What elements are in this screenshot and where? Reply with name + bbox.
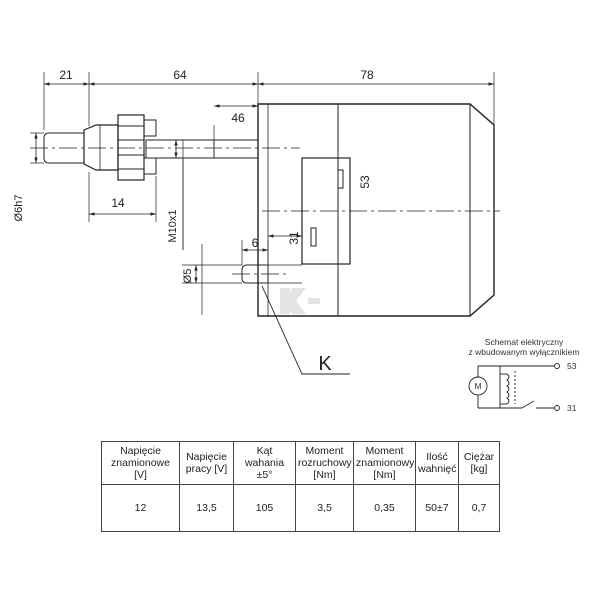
motor-symbol-label: M bbox=[474, 381, 481, 391]
value-weight: 0,7 bbox=[458, 484, 500, 532]
dim-46: 46 bbox=[231, 111, 245, 125]
watermark-logo bbox=[280, 288, 320, 314]
value-rated-voltage: 12 bbox=[101, 484, 180, 532]
center-lines bbox=[30, 147, 500, 275]
dim-d6h7: Ø6h7 bbox=[13, 195, 25, 222]
pin bbox=[241, 264, 302, 284]
extension-lines bbox=[30, 72, 495, 315]
terminal-53-label: 53 bbox=[567, 361, 577, 371]
nut-assembly bbox=[83, 114, 157, 181]
value-starting-torque: 3,5 bbox=[295, 484, 354, 532]
dim-21: 21 bbox=[59, 68, 73, 82]
dim-31: 31 bbox=[287, 231, 301, 245]
dim-d5: Ø5 bbox=[182, 269, 194, 284]
header-weight: Ciężar[kg] bbox=[458, 441, 500, 485]
dimension-lines bbox=[34, 82, 494, 283]
terminal-31-label: 31 bbox=[567, 403, 577, 413]
dim-64: 64 bbox=[173, 68, 187, 82]
header-swing-angle: Kąt wahania±5° bbox=[233, 441, 296, 485]
electrical-schematic bbox=[468, 363, 560, 411]
schematic-title-1: Schemat elektryczny bbox=[485, 337, 564, 347]
value-rated-torque: 0,35 bbox=[353, 484, 416, 532]
detail-leader bbox=[261, 285, 350, 375]
motor-housing bbox=[257, 103, 495, 317]
value-swings-count: 50±7 bbox=[415, 484, 459, 532]
value-swing-angle: 105 bbox=[233, 484, 296, 532]
spec-values-row: 12 13,5 105 3,5 0,35 50±7 0,7 bbox=[101, 484, 500, 532]
dim-53: 53 bbox=[358, 175, 372, 189]
detail-label-k: K bbox=[318, 353, 332, 375]
dim-14: 14 bbox=[111, 196, 125, 210]
value-operating-voltage: 13,5 bbox=[179, 484, 234, 532]
schematic-title-2: z wbudowanym wyłącznikiem bbox=[468, 347, 579, 357]
dim-m10: M10x1 bbox=[167, 209, 179, 242]
dim-78: 78 bbox=[360, 68, 374, 82]
dim-6: 6 bbox=[252, 236, 259, 250]
